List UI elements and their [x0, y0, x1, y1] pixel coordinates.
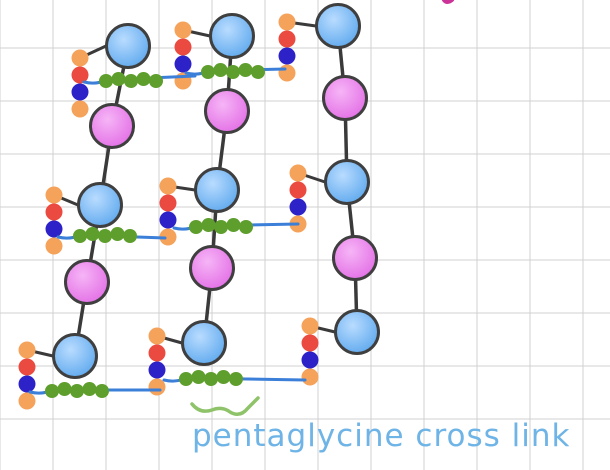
nam-sugar	[322, 75, 368, 121]
amino-acid-bead	[148, 361, 166, 379]
nag-sugar	[315, 3, 361, 49]
glycine-bead	[70, 384, 84, 398]
amino-acid-bead	[18, 375, 36, 393]
amino-acid-bead	[71, 100, 89, 118]
squiggle-mark	[190, 396, 260, 416]
glycine-bead	[191, 370, 206, 384]
nag-sugar	[181, 320, 227, 366]
amino-acid-bead	[45, 186, 63, 204]
nam-sugar	[64, 259, 110, 305]
amino-acid-bead	[174, 38, 192, 56]
amino-acid-bead	[301, 334, 319, 352]
glycine-bead	[216, 370, 231, 384]
amino-acid-bead	[71, 66, 89, 84]
amino-acid-bead	[159, 228, 177, 246]
glycine-bead	[204, 372, 218, 386]
nam-sugar	[89, 103, 135, 149]
glycine-bead	[213, 63, 228, 77]
amino-acid-bead	[71, 49, 89, 67]
amino-acid-bead	[159, 211, 177, 229]
nam-sugar	[204, 88, 250, 134]
pen-mark	[442, 0, 454, 4]
amino-acid-bead	[278, 30, 296, 48]
glycine-bead	[111, 72, 126, 86]
amino-acid-bead	[174, 55, 192, 73]
amino-acid-bead	[18, 341, 36, 359]
glycine-bead	[179, 372, 193, 386]
glycine-bead	[226, 218, 241, 232]
amino-acid-bead	[301, 368, 319, 386]
amino-acid-bead	[18, 358, 36, 376]
amino-acid-bead	[289, 164, 307, 182]
amino-acid-bead	[278, 47, 296, 65]
nag-sugar	[105, 23, 151, 69]
amino-acid-bead	[45, 203, 63, 221]
glycine-bead	[149, 74, 163, 88]
glycine-bead	[251, 65, 265, 79]
amino-acid-bead	[159, 177, 177, 195]
nag-sugar	[334, 309, 380, 355]
glycine-bead	[57, 382, 72, 396]
nag-sugar	[77, 182, 123, 228]
amino-acid-bead	[45, 220, 63, 238]
glycine-bead	[189, 220, 203, 234]
glycine-bead	[99, 74, 113, 88]
glycine-bead	[110, 227, 125, 241]
amino-acid-bead	[18, 392, 36, 410]
glycine-bead	[229, 372, 243, 386]
glycine-bead	[214, 220, 228, 234]
amino-acid-bead	[148, 327, 166, 345]
amino-acid-bead	[71, 83, 89, 101]
amino-acid-bead	[289, 198, 307, 216]
glycine-bead	[73, 229, 87, 243]
amino-acid-bead	[278, 64, 296, 82]
glycine-bead	[136, 72, 151, 86]
nam-sugar	[332, 235, 378, 281]
glycine-bead	[85, 227, 100, 241]
caption-pentaglycine-cross-link: pentaglycine cross link	[192, 418, 571, 454]
amino-acid-bead	[45, 237, 63, 255]
amino-acid-bead	[174, 21, 192, 39]
glycine-bead	[201, 65, 215, 79]
glycine-bead	[201, 218, 216, 232]
glycine-bead	[82, 382, 97, 396]
nag-sugar	[52, 333, 98, 379]
glycine-bead	[239, 220, 253, 234]
glycine-bead	[95, 384, 109, 398]
nag-sugar	[194, 167, 240, 213]
nag-sugar	[209, 13, 255, 59]
glycine-bead	[124, 74, 138, 88]
amino-acid-bead	[278, 13, 296, 31]
sugar-residues	[52, 3, 380, 379]
glycine-bead	[45, 384, 59, 398]
amino-acid-bead	[159, 194, 177, 212]
glycine-bead	[123, 229, 137, 243]
amino-acid-bead	[289, 181, 307, 199]
glycine-bead	[98, 229, 112, 243]
amino-acid-bead	[148, 344, 166, 362]
crosslink-indicator	[190, 396, 260, 416]
glycine-bridges	[28, 63, 307, 398]
peptide-chains	[18, 13, 319, 410]
glycine-bead	[238, 63, 253, 77]
nam-sugar	[189, 245, 235, 291]
nag-sugar	[324, 159, 370, 205]
amino-acid-bead	[301, 351, 319, 369]
amino-acid-bead	[301, 317, 319, 335]
glycine-bead	[226, 65, 240, 79]
